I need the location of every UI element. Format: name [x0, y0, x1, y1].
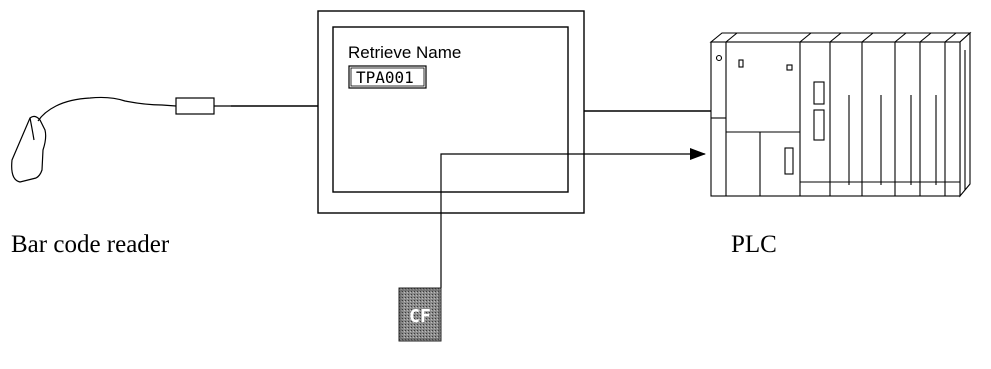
data-transfer-arrow	[440, 148, 706, 288]
plc-icon	[709, 31, 972, 198]
cf-key-label: CF	[409, 306, 431, 327]
plc-label: PLC	[731, 231, 777, 258]
bar-code-reader-icon	[11, 96, 231, 183]
screen-title: Retrieve Name	[348, 43, 461, 62]
cf-key[interactable]: CF	[398, 287, 442, 342]
programmable-terminal	[317, 10, 585, 214]
retrieve-name-field[interactable]	[348, 65, 427, 89]
retrieve-name-value: TPA001	[356, 68, 414, 87]
bar-code-reader-label: Bar code reader	[11, 231, 170, 258]
